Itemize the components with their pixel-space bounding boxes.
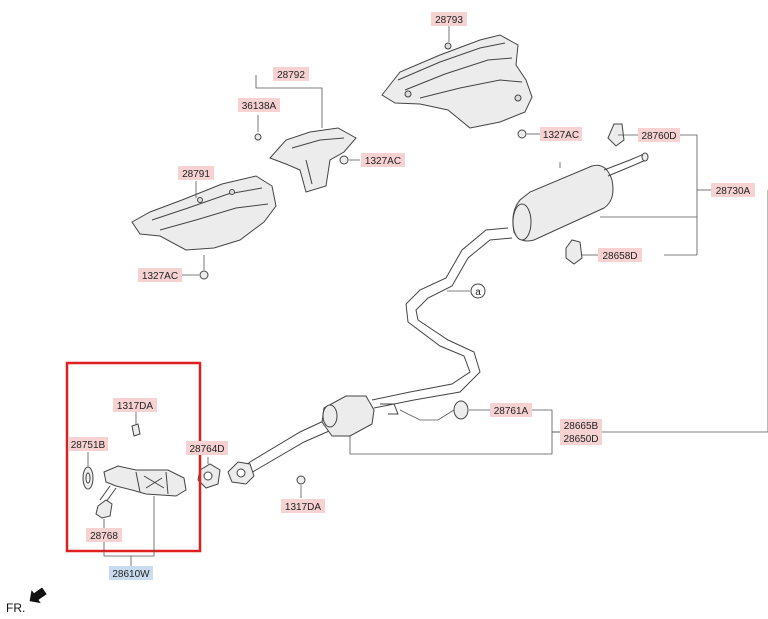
svg-text:1327AC: 1327AC xyxy=(142,271,178,282)
svg-text:28791: 28791 xyxy=(182,169,210,180)
svg-text:1327AC: 1327AC xyxy=(365,156,401,167)
nut-1327ac-lower[interactable] xyxy=(199,270,209,280)
hanger-28760d[interactable] xyxy=(607,123,625,147)
bolt-36138a[interactable] xyxy=(254,133,262,141)
front-direction-indicator: FR. xyxy=(6,587,47,615)
center-muffler[interactable] xyxy=(321,395,399,437)
label-28730a: 28730A xyxy=(711,183,755,197)
rear-muffler[interactable] xyxy=(512,152,649,242)
exhaust-pipe[interactable] xyxy=(239,227,513,477)
nut-1327ac-upper[interactable] xyxy=(517,129,527,139)
nut-1327ac-middle[interactable] xyxy=(339,155,349,165)
hanger-28658d[interactable] xyxy=(565,239,583,265)
label-28793: 28793 xyxy=(431,12,467,26)
svg-text:28650D: 28650D xyxy=(563,434,598,445)
svg-text:28751B: 28751B xyxy=(71,440,106,451)
front-pipe-flange[interactable] xyxy=(227,461,255,485)
svg-text:28793: 28793 xyxy=(435,15,463,26)
label-28764d: 28764D xyxy=(186,441,228,455)
heat-shield-28791[interactable] xyxy=(131,175,277,251)
label-1317da-right: 1317DA xyxy=(281,499,325,513)
hanger-28761a[interactable] xyxy=(453,400,469,420)
label-28658d: 28658D xyxy=(598,248,642,262)
front-label: FR. xyxy=(6,601,25,615)
label-28791: 28791 xyxy=(178,166,214,180)
svg-text:1327AC: 1327AC xyxy=(543,130,579,141)
nut-1317da-right[interactable] xyxy=(296,475,306,485)
svg-text:28665B: 28665B xyxy=(564,421,599,432)
svg-text:28761A: 28761A xyxy=(494,406,529,417)
reference-letter-a: a xyxy=(475,287,481,298)
label-28761a: 28761A xyxy=(490,403,532,417)
label-28760d: 28760D xyxy=(638,128,680,142)
svg-text:28658D: 28658D xyxy=(602,251,637,262)
svg-text:1317DA: 1317DA xyxy=(285,502,321,513)
label-36138a: 36138A xyxy=(238,98,280,112)
label-28751b: 28751B xyxy=(68,437,108,451)
gasket-28764d[interactable] xyxy=(197,463,221,489)
svg-text:28730A: 28730A xyxy=(716,186,751,197)
heat-shield-28793[interactable] xyxy=(381,34,533,129)
selection-box xyxy=(65,361,202,553)
arrow-icon xyxy=(29,587,47,604)
heat-shield-28792[interactable] xyxy=(269,127,357,193)
front-pipe-28610w[interactable] xyxy=(99,465,187,503)
nut-1317da-left[interactable] xyxy=(131,423,141,437)
label-28792: 28792 xyxy=(273,67,309,81)
label-28768: 28768 xyxy=(86,528,122,542)
svg-text:28792: 28792 xyxy=(277,70,305,81)
label-28665b: 28665B xyxy=(560,419,602,432)
gasket-28768[interactable] xyxy=(95,499,113,519)
svg-text:28768: 28768 xyxy=(90,531,118,542)
svg-text:36138A: 36138A xyxy=(242,101,277,112)
label-1327ac-middle: 1327AC xyxy=(361,153,405,167)
reference-circle-a xyxy=(470,283,486,299)
label-1327ac-lower: 1327AC xyxy=(138,268,182,282)
svg-text:28760D: 28760D xyxy=(641,131,676,142)
label-28610w[interactable]: 28610W xyxy=(109,566,153,580)
gasket-28751b[interactable] xyxy=(82,466,94,490)
label-1327ac-upper: 1327AC xyxy=(540,127,582,141)
svg-text:28764D: 28764D xyxy=(189,444,224,455)
svg-text:28610W: 28610W xyxy=(112,569,150,580)
svg-text:1317DA: 1317DA xyxy=(117,401,153,412)
label-28650d: 28650D xyxy=(560,432,602,445)
label-1317da-left: 1317DA xyxy=(113,398,157,412)
